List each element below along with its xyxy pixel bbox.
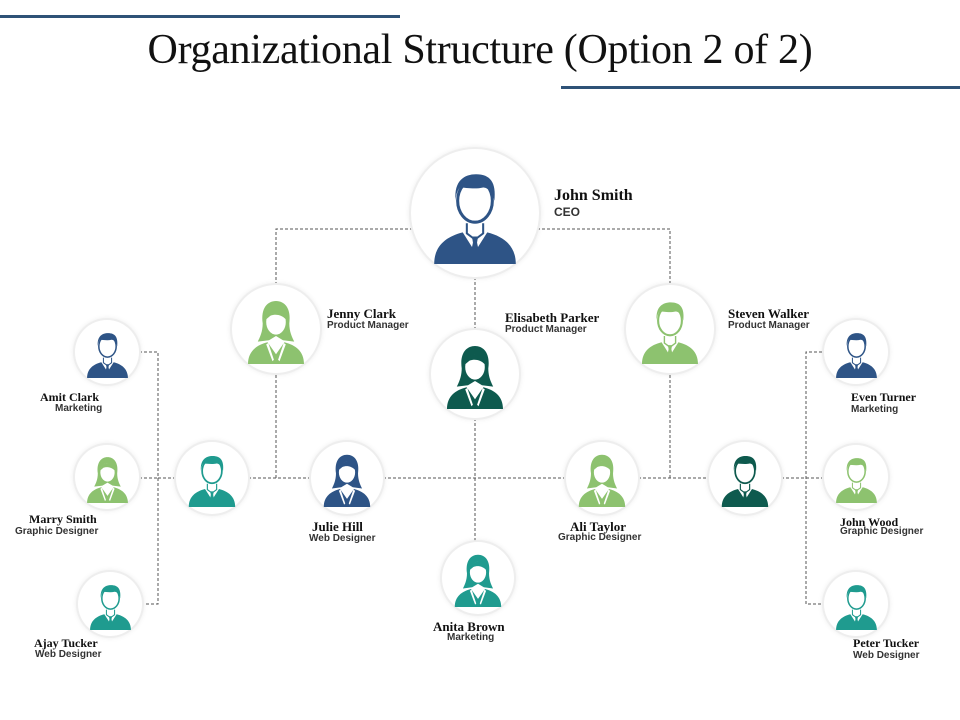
businessman-icon bbox=[831, 327, 882, 378]
node-ali bbox=[566, 442, 638, 514]
node-julie bbox=[311, 442, 383, 514]
connector-ceo-left bbox=[275, 228, 413, 293]
businesswoman-icon bbox=[82, 452, 133, 503]
steven-role: Product Manager bbox=[728, 320, 810, 331]
node-elisabeth bbox=[431, 330, 519, 418]
businesswoman-icon bbox=[449, 549, 507, 607]
amit-role: Marketing bbox=[55, 403, 103, 414]
node-anita bbox=[442, 542, 514, 614]
title-rule-bottom bbox=[561, 86, 960, 89]
node-ceo bbox=[411, 149, 539, 277]
johnwood-name: John Wood bbox=[840, 515, 899, 529]
businessman-icon bbox=[635, 294, 705, 364]
node-ajay bbox=[78, 572, 142, 636]
peter-role: Web Designer bbox=[853, 650, 920, 661]
ceo-name: John Smith bbox=[554, 187, 633, 204]
julie-role: Web Designer bbox=[309, 533, 376, 544]
marry-name: Marry Smith bbox=[29, 512, 97, 526]
node-peter bbox=[824, 572, 888, 636]
even-name: Even Turner bbox=[851, 390, 917, 404]
node-amit bbox=[75, 320, 139, 384]
businesswoman-icon bbox=[318, 449, 376, 507]
anita-role: Marketing bbox=[447, 632, 495, 643]
businessman-icon bbox=[82, 327, 133, 378]
ceo-role: CEO bbox=[554, 205, 581, 219]
businesswoman-icon bbox=[440, 339, 510, 409]
node-left-lead bbox=[176, 442, 248, 514]
node-jenny bbox=[232, 285, 320, 373]
connector-ceo-right bbox=[537, 228, 671, 293]
jenny-name: Jenny Clark bbox=[327, 306, 396, 321]
johnwood-role: Graphic Designer bbox=[840, 526, 924, 537]
node-right-lead bbox=[709, 442, 781, 514]
node-marry bbox=[75, 445, 139, 509]
connector-left-bracket bbox=[139, 351, 176, 605]
elisabeth-role: Product Manager bbox=[505, 324, 587, 335]
businessman-icon bbox=[424, 162, 526, 264]
node-even bbox=[824, 320, 888, 384]
anita-name: Anita Brown bbox=[433, 619, 505, 634]
businessman-icon bbox=[831, 452, 882, 503]
businesswoman-icon bbox=[573, 449, 631, 507]
jenny-role: Product Manager bbox=[327, 320, 409, 331]
businesswoman-icon bbox=[241, 294, 311, 364]
peter-name: Peter Tucker bbox=[853, 636, 920, 650]
title-rule-top bbox=[0, 15, 400, 18]
node-johnwood bbox=[824, 445, 888, 509]
amit-name: Amit Clark bbox=[40, 390, 99, 404]
ali-role: Graphic Designer bbox=[558, 532, 642, 543]
ajay-role: Web Designer bbox=[35, 649, 102, 660]
elisabeth-name: Elisabeth Parker bbox=[505, 310, 600, 325]
page-title: Organizational Structure (Option 2 of 2) bbox=[147, 27, 813, 73]
even-role: Marketing bbox=[851, 404, 899, 415]
steven-name: Steven Walker bbox=[728, 306, 810, 321]
node-steven bbox=[626, 285, 714, 373]
connector-right-bracket bbox=[781, 351, 822, 605]
businessman-icon bbox=[831, 579, 882, 630]
ali-name: Ali Taylor bbox=[570, 519, 626, 534]
ajay-name: Ajay Tucker bbox=[34, 636, 98, 650]
businessman-icon bbox=[716, 449, 774, 507]
businessman-icon bbox=[85, 579, 136, 630]
marry-role: Graphic Designer bbox=[15, 526, 99, 537]
businessman-icon bbox=[183, 449, 241, 507]
julie-name: Julie Hill bbox=[312, 519, 363, 534]
